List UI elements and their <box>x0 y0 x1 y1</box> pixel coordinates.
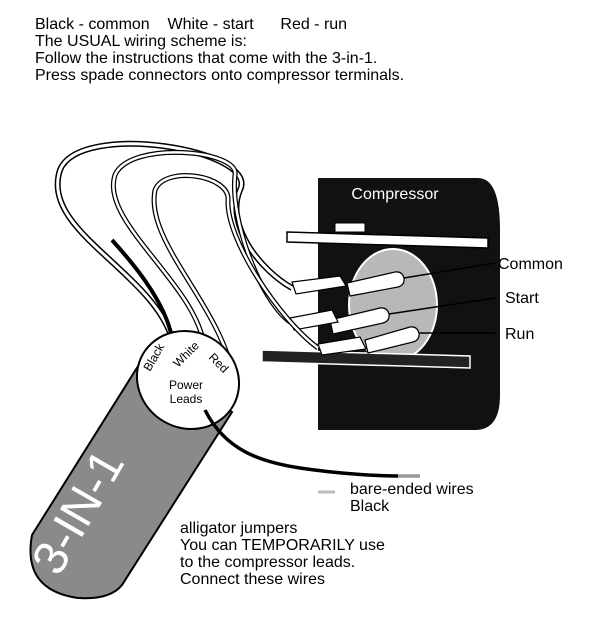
upper-plate-tab <box>334 222 366 233</box>
wire-color-legend: Black - common White - start Red - run <box>35 16 348 33</box>
leader-lines <box>388 262 496 334</box>
lower-plate <box>261 349 471 369</box>
terminal-label-start: Start <box>505 290 539 307</box>
instruction-line-2: The USUAL wiring scheme is: <box>35 33 247 50</box>
instruction-line-3: Follow the instructions that come with t… <box>35 50 378 67</box>
three-in-one-device <box>29 329 241 600</box>
instructions-header: Black - common White - start Red - run T… <box>35 16 404 84</box>
note-line-4: Connect these wires <box>180 571 325 588</box>
wire-harness <box>54 140 320 371</box>
instruction-line-4: Press spade connectors onto compressor t… <box>35 67 405 84</box>
black-wire-label: Black <box>350 498 390 515</box>
upper-plate <box>286 231 489 249</box>
spade-connectors <box>289 275 367 356</box>
alligator-jumpers <box>203 409 420 494</box>
note-line-3: to the compressor leads. <box>180 554 356 571</box>
note-line-1: alligator jumpers <box>180 520 298 537</box>
power-label-1: Power <box>169 378 203 392</box>
terminal-label-run: Run <box>505 326 535 343</box>
note-line-2: You can TEMPORARILY use <box>180 537 385 554</box>
compressor-title: Compressor <box>351 186 439 203</box>
power-label-2: Leads <box>170 392 203 406</box>
jumper-note: alligator jumpers You can TEMPORARILY us… <box>180 520 385 588</box>
terminal-label-common: Common <box>498 256 563 273</box>
bare-ended-label: bare-ended wires <box>350 481 474 498</box>
